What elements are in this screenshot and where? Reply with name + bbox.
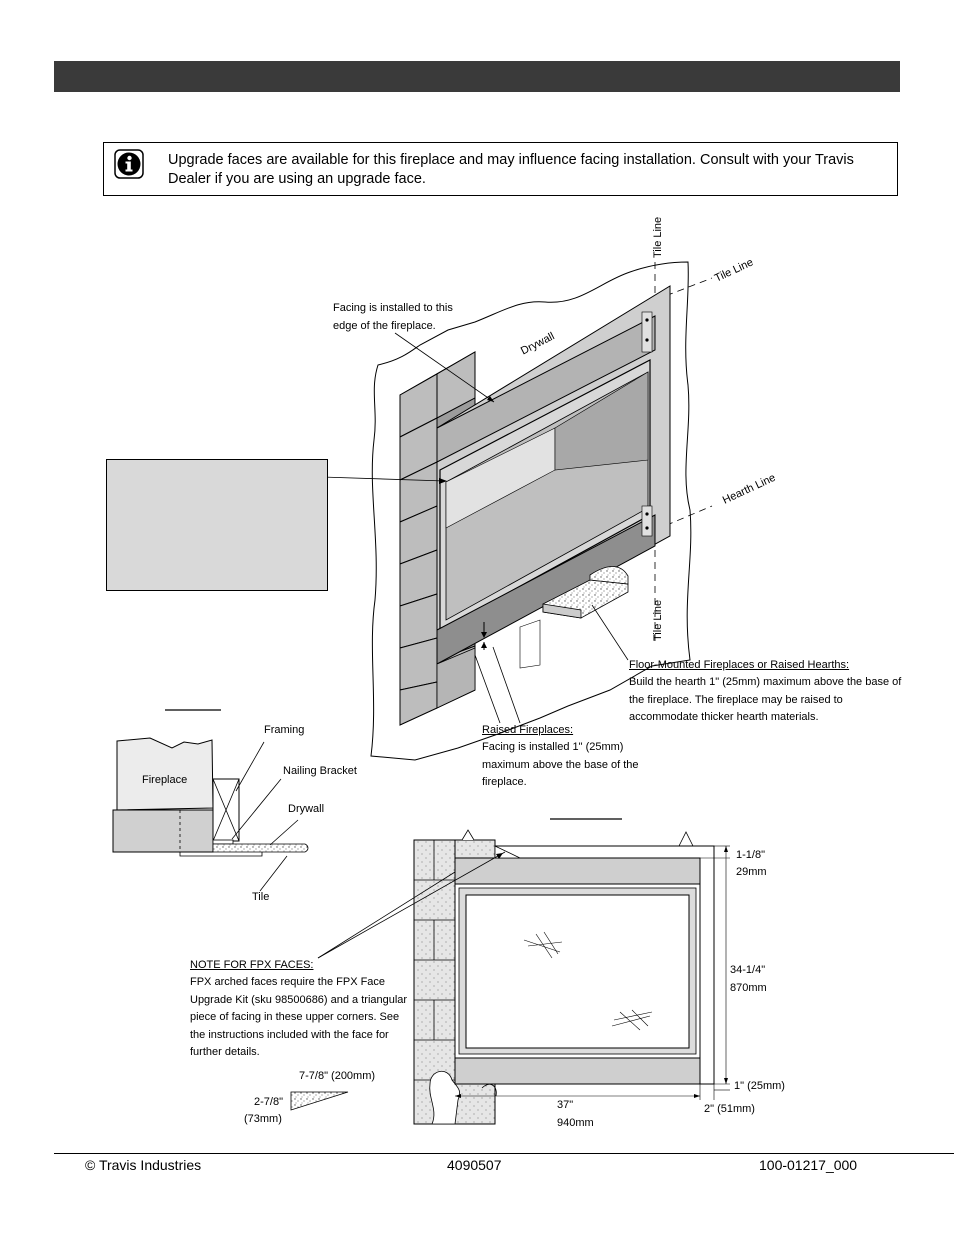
- raised-fireplaces-title: Raised Fireplaces:: [482, 724, 574, 736]
- info-icon: [114, 149, 144, 179]
- floor-mounted-body: Build the hearth 1" (25mm) maximum above…: [629, 676, 902, 723]
- fpx-note-title: NOTE FOR FPX FACES:: [190, 959, 314, 971]
- footer-page-code: 4090507: [447, 1157, 502, 1173]
- footer-doc-number: 100-01217_000: [759, 1157, 858, 1173]
- info-note-text: Upgrade faces are available for this fir…: [168, 152, 854, 187]
- tile-label: Tile: [252, 891, 270, 903]
- tri-height-in: 2-7/8": [254, 1096, 283, 1108]
- framing-label: Framing: [264, 724, 305, 736]
- info-note-box: Upgrade faces are available for this fir…: [103, 142, 898, 196]
- installation-diagrams: [112, 261, 730, 1125]
- drywall-detail-label: Drywall: [288, 803, 325, 815]
- dim-bottom: 1" (25mm): [734, 1080, 785, 1092]
- raised-fireplaces-body: Facing is installed 1" (25mm) maximum ab…: [482, 741, 639, 788]
- dim-top-mm: 29mm: [736, 866, 767, 878]
- dim-height-in: 34-1/4": [730, 964, 766, 976]
- section-title-bar: [54, 61, 900, 92]
- tile-line-label-bottom: Tile Line: [652, 599, 664, 641]
- side-section-drawing: [112, 709, 309, 892]
- nailing-bracket-label: Nailing Bracket: [283, 765, 357, 777]
- dim-side: 2" (51mm): [704, 1103, 755, 1115]
- dim-width-in: 37": [557, 1099, 574, 1111]
- dim-width-mm: 940mm: [557, 1117, 594, 1129]
- main-fireplace-drawing: [321, 261, 713, 761]
- floor-mounted-title: Floor-Mounted Fireplaces or Raised Heart…: [629, 659, 850, 671]
- front-dimension-drawing: [290, 818, 730, 1125]
- dim-top-in: 1-1/8": [736, 849, 765, 861]
- dim-height-mm: 870mm: [730, 982, 767, 994]
- fpx-note-body: FPX arched faces require the FPX Face Up…: [190, 976, 408, 1058]
- tri-width-label: 7-7/8" (200mm): [299, 1070, 376, 1082]
- tri-height-mm: (73mm): [244, 1113, 282, 1125]
- footer-rule: [54, 1153, 954, 1154]
- fireplace-label: Fireplace: [142, 774, 188, 786]
- tile-line-label-top: Tile Line: [652, 216, 664, 258]
- callout-box: [106, 459, 328, 591]
- facing-edge-label: Facing is installed to this edge of the …: [333, 302, 453, 332]
- footer-copyright: © Travis Industries: [85, 1157, 202, 1173]
